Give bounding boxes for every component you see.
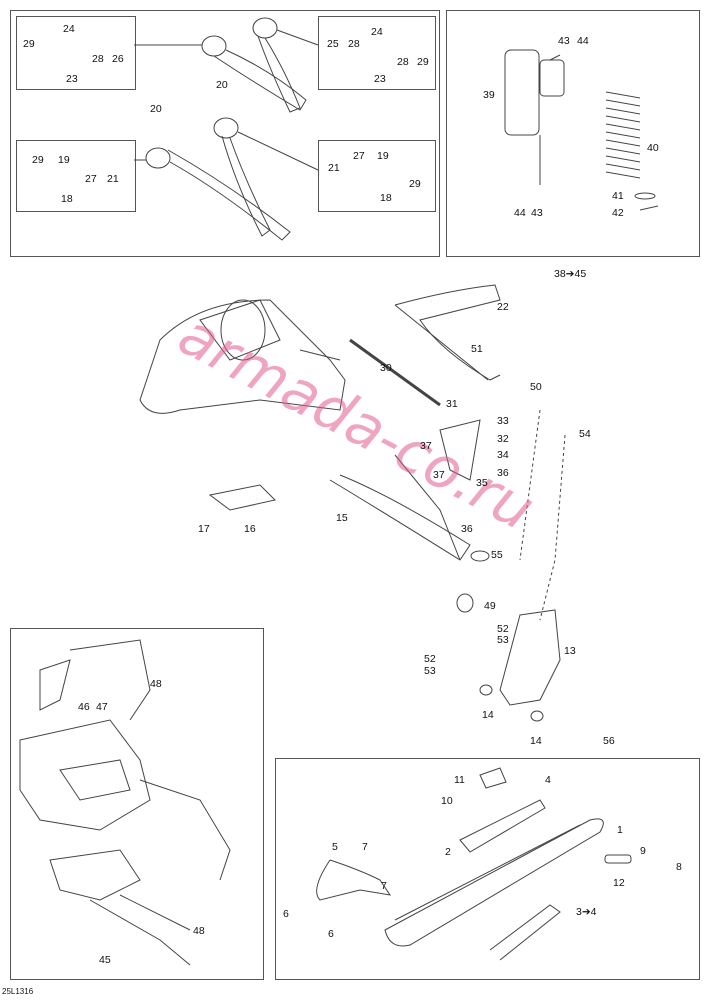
callout-2: 2 [445, 846, 451, 858]
callout-27: 27 [85, 173, 97, 185]
callout-19: 19 [58, 154, 70, 166]
callout-36: 36 [497, 467, 509, 479]
callout-20: 20 [216, 79, 228, 91]
callout-6: 6 [283, 908, 289, 920]
subpanel-lower-right-hardware [318, 140, 436, 212]
callout-54: 54 [579, 428, 591, 440]
callout-48: 48 [150, 678, 162, 690]
callout-53: 53 [424, 665, 436, 677]
callout-14: 14 [482, 709, 494, 721]
subpanel-upper-right-hardware [318, 16, 436, 90]
callout-range-38-45: 38➔45 [554, 268, 587, 280]
shock-drawing [504, 49, 659, 211]
callout-52: 52 [424, 653, 436, 665]
callout-40: 40 [647, 142, 659, 154]
panel-frame-inset [10, 628, 264, 980]
callout-16: 16 [244, 523, 256, 535]
callout-44: 44 [514, 207, 526, 219]
callout-34: 34 [497, 449, 509, 461]
callout-49: 49 [484, 600, 496, 612]
drawing-code: 25L1316 [2, 987, 34, 996]
callout-10: 10 [441, 795, 453, 807]
callout-23: 23 [374, 73, 386, 85]
subpanel-lower-left-hardware [16, 140, 136, 212]
callout-28: 28 [397, 56, 409, 68]
callout-range-3-4: 3➔4 [576, 906, 597, 918]
callout-37: 37 [420, 440, 432, 452]
callout-50: 50 [530, 381, 542, 393]
callout-46: 46 [78, 701, 90, 713]
callout-14: 14 [530, 735, 542, 747]
callout-28: 28 [92, 53, 104, 65]
callout-27: 27 [353, 150, 365, 162]
callout-5: 5 [332, 841, 338, 853]
callout-18: 18 [380, 192, 392, 204]
callout-37: 37 [433, 469, 445, 481]
panel-a-arms [10, 10, 440, 257]
callout-45: 45 [99, 954, 111, 966]
callout-23: 23 [66, 73, 78, 85]
callout-53: 53 [497, 634, 509, 646]
callout-55: 55 [491, 549, 503, 561]
callout-7: 7 [362, 841, 368, 853]
callout-18: 18 [61, 193, 73, 205]
callout-51: 51 [471, 343, 483, 355]
upper-a-arm-drawing [134, 17, 319, 113]
callout-17: 17 [198, 523, 210, 535]
callout-52: 52 [497, 623, 509, 635]
callout-31: 31 [446, 398, 458, 410]
callout-36: 36 [461, 523, 473, 535]
callout-25: 25 [327, 38, 339, 50]
callout-22: 22 [497, 301, 509, 313]
callout-29: 29 [409, 178, 421, 190]
subpanel-upper-left-hardware [16, 16, 136, 90]
main-assembly-drawing [139, 284, 566, 722]
callout-43: 43 [531, 207, 543, 219]
callout-47: 47 [96, 701, 108, 713]
callout-6: 6 [328, 928, 334, 940]
callout-19: 19 [377, 150, 389, 162]
callout-24: 24 [63, 23, 75, 35]
callout-42: 42 [612, 207, 624, 219]
ski-drawing [316, 767, 632, 961]
callout-26: 26 [112, 53, 124, 65]
callout-24: 24 [371, 26, 383, 38]
callout-48: 48 [193, 925, 205, 937]
callout-21: 21 [107, 173, 119, 185]
callout-4: 4 [545, 774, 551, 786]
callout-21: 21 [328, 162, 340, 174]
callout-41: 41 [612, 190, 624, 202]
callout-43: 43 [558, 35, 570, 47]
callout-1: 1 [617, 824, 623, 836]
callout-32: 32 [497, 433, 509, 445]
callout-15: 15 [336, 512, 348, 524]
panel-ski [275, 758, 700, 980]
panel-shock [446, 10, 700, 257]
callout-28: 28 [348, 38, 360, 50]
callout-56: 56 [603, 735, 615, 747]
callout-9: 9 [640, 845, 646, 857]
callout-29: 29 [23, 38, 35, 50]
callout-13: 13 [564, 645, 576, 657]
callout-11: 11 [454, 774, 465, 786]
callout-12: 12 [613, 877, 625, 889]
callout-35: 35 [476, 477, 488, 489]
callout-39: 39 [483, 89, 495, 101]
callout-29: 29 [417, 56, 429, 68]
callout-33: 33 [497, 415, 509, 427]
callout-20: 20 [150, 103, 162, 115]
callout-29: 29 [32, 154, 44, 166]
callout-8: 8 [676, 861, 682, 873]
callout-44: 44 [577, 35, 589, 47]
frame-inset-drawing [19, 639, 231, 966]
callout-30: 30 [380, 362, 392, 374]
lower-a-arm-drawing [134, 117, 319, 241]
callout-7: 7 [381, 880, 387, 892]
